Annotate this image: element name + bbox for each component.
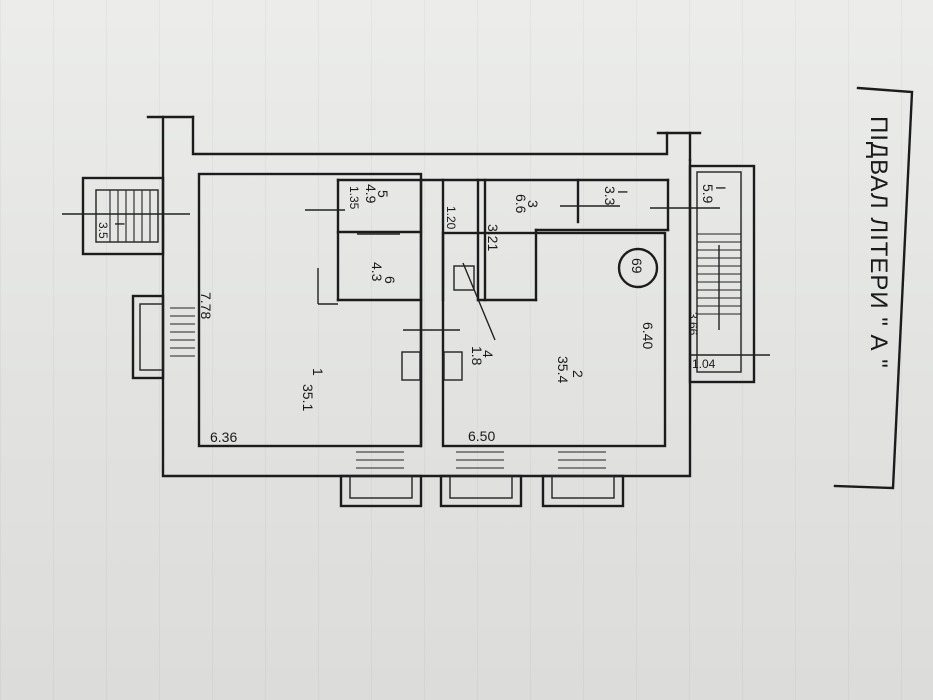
room-5-id: 5	[375, 190, 391, 198]
door-marks	[305, 205, 620, 381]
room-2-dim-v: 6.40	[640, 322, 656, 349]
left-pit	[131, 294, 195, 380]
plan-number-circle	[617, 247, 659, 289]
stair-left	[62, 176, 190, 256]
room-2-area: 35.4	[555, 356, 571, 383]
room-labels: 35.1 1 6.36 7.78 35.4 2 6.50 6.40 3 6.6 …	[96, 116, 892, 445]
stair-right-area: 5.9	[700, 184, 716, 204]
room-4-id: 4	[480, 350, 496, 358]
stair-right-dim: 3.66	[686, 312, 700, 336]
stair-right-dim2: 1.04	[692, 357, 716, 371]
room-3-dim: 3.21	[485, 224, 501, 251]
room-3-area: 6.6	[513, 194, 529, 214]
bottom-window-pits	[339, 451, 625, 508]
stair-left-id: I	[112, 222, 128, 226]
room-1-area: 35.1	[300, 384, 316, 411]
sheet-title: ПІДВАЛ ЛІТЕРИ " А "	[865, 116, 892, 369]
room-2-id: 2	[570, 370, 586, 378]
plan-number: 69	[629, 258, 645, 274]
title-frame	[833, 86, 914, 490]
room-5-area: 4.9	[363, 184, 379, 204]
room-5-dim: 1.35	[347, 186, 361, 210]
room-1-id: 1	[310, 368, 326, 376]
room-4-area: 1.8	[469, 346, 485, 366]
room-i-small-area: 3.3	[602, 186, 618, 206]
room-1-dim-h: 6.36	[210, 429, 237, 445]
room-3-id: 3	[525, 200, 541, 208]
room-i-small-id: I	[615, 190, 631, 194]
stair-left-area: 3.5	[96, 222, 110, 239]
room-4-dim: 1.20	[444, 206, 458, 230]
room-6-id: 6	[382, 276, 398, 284]
room-6-area: 4.3	[369, 262, 385, 282]
stair-right-id: I	[713, 186, 729, 190]
stair-right	[650, 164, 770, 384]
outer-walls	[146, 115, 702, 478]
room-2-dim-h: 6.50	[468, 428, 495, 444]
room-1-dim-v: 7.78	[198, 292, 214, 319]
